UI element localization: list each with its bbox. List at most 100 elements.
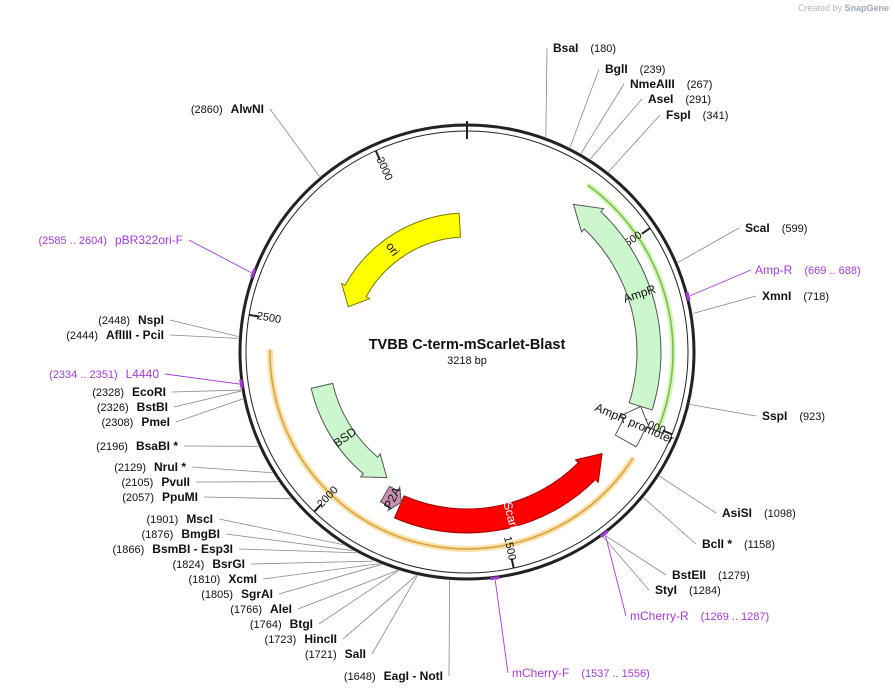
site-position: (1866)	[113, 544, 145, 556]
primer-label-mcherry-f: mCherry-F(1537 .. 1556)	[512, 666, 650, 680]
snapgene-logo: SnapGene	[844, 3, 889, 13]
primer-name: mCherry-R	[630, 609, 689, 623]
leader-styi	[602, 536, 650, 591]
site-name: SgrAI	[241, 587, 273, 601]
scale-tick-label: 3000	[374, 155, 395, 182]
site-name: BsrGI	[212, 557, 245, 571]
site-label-xcmi: (1810)XcmI	[189, 572, 257, 586]
site-position: (1766)	[230, 604, 262, 616]
site-label-scai: ScaI (599)	[745, 221, 807, 235]
site-name: AflIII - PciI	[106, 328, 164, 342]
primer-mark-mcherry-f	[490, 576, 500, 581]
leader-asisi	[659, 475, 717, 514]
leader-bgli	[569, 68, 600, 148]
site-label-afliii-pcii: (2444)AflIII - PciI	[66, 328, 164, 342]
site-position: (1279)	[718, 570, 750, 582]
site-name: BtgI	[290, 617, 313, 631]
site-label-asisi: AsiSI(1098)	[722, 506, 796, 520]
leader-sspi	[689, 404, 757, 417]
site-position: (2328)	[92, 387, 124, 399]
primer-leader-mcherry-f	[494, 580, 509, 674]
site-name: SalI	[345, 647, 366, 661]
primer-label-amp-r: Amp-R(669 .. 688)	[755, 263, 861, 277]
site-leader-lines	[164, 47, 757, 677]
leader-fspi	[608, 114, 661, 173]
site-position: (1876)	[142, 529, 174, 541]
site-name: PpuMI	[162, 490, 198, 504]
primer-name: Amp-R	[755, 263, 793, 277]
site-name: BsaI	[553, 41, 578, 55]
ampr-arrow	[572, 203, 662, 411]
site-label-hincii: (1723) HincII	[265, 632, 337, 646]
site-label-xmni: XmnI(718)	[762, 289, 829, 303]
site-position: (2105)	[122, 477, 154, 489]
site-label-bstbi: (2326)BstBI	[97, 400, 168, 414]
site-label-bsteii: BstEII (1279)	[672, 568, 750, 582]
site-position: (2196)	[96, 441, 128, 453]
primer-leader-l4440	[164, 373, 240, 385]
scale-tick-label: 1500	[501, 535, 518, 561]
scale-tick	[374, 150, 381, 161]
site-position: (599)	[782, 223, 808, 235]
leader-alei	[297, 569, 399, 610]
primer-mark-mcherry-r	[599, 530, 609, 538]
leader-msci	[218, 518, 344, 546]
site-name: NruI *	[154, 460, 186, 474]
scale-tick	[248, 313, 260, 318]
scale-tick	[510, 558, 515, 569]
leader-eagi-noti	[448, 580, 450, 677]
site-name: XmnI	[762, 289, 791, 303]
site-position: (341)	[703, 110, 729, 122]
site-label-bgli: BglI(239)	[605, 62, 665, 76]
site-name: AlwNI	[231, 102, 264, 116]
leader-nmeaiii	[580, 83, 625, 154]
primer-label-l4440: (2334 .. 2351)L4440	[49, 367, 159, 381]
site-name: MscI	[186, 512, 213, 526]
site-name: EcoRI	[132, 385, 166, 399]
site-name: NmeAIII	[630, 77, 675, 91]
feature-tracks	[267, 182, 676, 552]
leader-alwni	[269, 108, 320, 177]
site-label-sspi: SspI(923)	[762, 409, 825, 423]
site-position: (2057)	[122, 492, 154, 504]
site-label-pvuii: (2105) PvuII	[122, 475, 190, 489]
site-label-msci: (1901)MscI	[147, 512, 213, 526]
site-label-btgi: (1764)BtgI	[250, 617, 313, 631]
scale-tick-label: 2500	[256, 310, 282, 326]
site-position: (2448)	[98, 315, 130, 327]
site-label-fspi: FspI (341)	[666, 108, 728, 122]
site-position: (1721)	[305, 649, 337, 661]
leader-ppumi	[203, 496, 292, 500]
bsd-arrow	[310, 382, 388, 479]
site-name: NspI	[138, 313, 164, 327]
leader-bstbi	[173, 390, 242, 408]
site-position: (1810)	[189, 574, 221, 586]
primer-label-mcherry-r: mCherry-R (1269 .. 1287)	[630, 609, 769, 623]
site-name: FspI	[666, 108, 691, 122]
site-position: (267)	[687, 79, 713, 91]
site-label-eagi-noti: (1648)EagI - NotI	[344, 669, 443, 683]
site-position: (291)	[685, 94, 711, 106]
site-position: (1158)	[744, 539, 775, 551]
site-position: (2129)	[114, 462, 146, 474]
site-name: HincII	[304, 632, 337, 646]
leader-bmgbi	[225, 533, 354, 551]
ori-label: ori	[383, 239, 402, 258]
leader-nspi	[169, 319, 239, 337]
site-position: (180)	[590, 43, 616, 55]
site-label-sali: (1721) SalI	[305, 647, 366, 661]
site-label-bsai: BsaI (180)	[553, 41, 616, 55]
leader-asei	[589, 98, 643, 160]
ampr-track	[587, 184, 674, 431]
site-name: BstEII	[672, 568, 706, 582]
site-position: (1723)	[265, 634, 297, 646]
site-name: StyI	[655, 583, 677, 597]
primer-mark-amp-r	[685, 291, 691, 301]
site-label-ppumi: (2057) PpuMI	[122, 490, 198, 504]
primer-range: (1269 .. 1287)	[701, 611, 770, 623]
site-position: (2860)	[191, 104, 223, 116]
site-label-bsabi: (2196)BsaBI *	[96, 439, 178, 453]
site-name: ScaI	[745, 221, 770, 235]
primer-leader-amp-r	[689, 269, 752, 297]
site-name: PvuII	[161, 475, 190, 489]
